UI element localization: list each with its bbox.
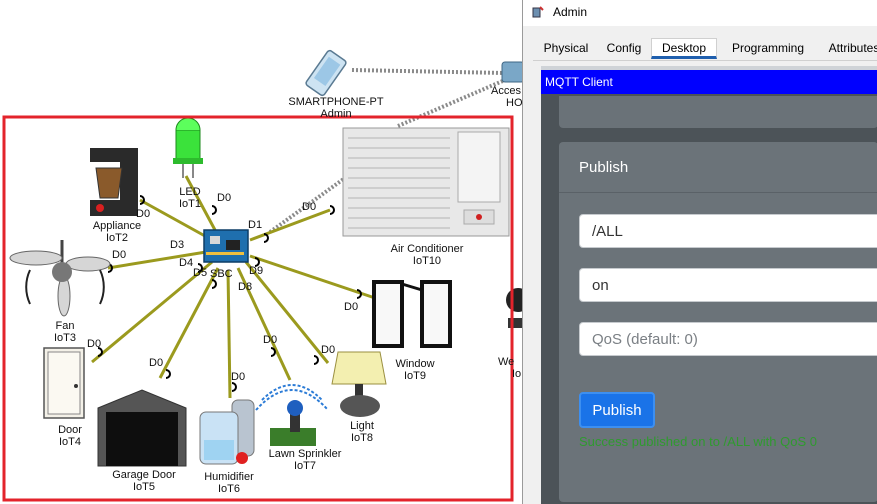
port-label: D0 [149, 357, 164, 369]
link-window [249, 254, 376, 300]
app-title: MQTT Client [545, 75, 613, 89]
port-label: D0 [263, 334, 278, 346]
webcam-icon[interactable] [506, 288, 522, 328]
sbc-port-label: D1 [248, 219, 263, 231]
connect-card-bottom [559, 96, 877, 128]
wireless-link-ap [397, 78, 506, 128]
link-ac [249, 208, 331, 242]
port-label: D0 [344, 301, 359, 313]
ceiling-fan-icon[interactable] [9, 240, 111, 317]
tab-config[interactable]: Config [606, 41, 642, 55]
topology-canvas [2, 49, 522, 502]
publish-heading: Publish [579, 159, 629, 176]
garage-door-icon[interactable] [97, 389, 187, 467]
sbc-port-label: D8 [238, 281, 253, 293]
device-window: Admin Physical Config Desktop Programmin… [522, 0, 877, 504]
sbc-port-label: D5 [193, 267, 208, 279]
sbc-board-icon[interactable] [203, 229, 249, 263]
air-conditioner-icon[interactable] [342, 127, 510, 237]
access-point-icon[interactable] [501, 61, 522, 83]
topic-input[interactable] [579, 214, 877, 248]
app-title-bar: MQTT Client [541, 70, 877, 94]
tab-desktop[interactable]: Desktop [651, 38, 717, 59]
app-icon [532, 6, 544, 18]
tab-programming[interactable]: Programming [731, 41, 805, 55]
wireless-link-sbc [268, 176, 347, 234]
port-label: D0 [302, 201, 317, 213]
mqtt-client-content[interactable]: Publish Publish Success published on to … [541, 94, 877, 504]
sprinkler-icon[interactable] [255, 384, 329, 446]
humidifier-icon[interactable] [199, 399, 255, 465]
title-bar[interactable]: Admin [523, 0, 877, 26]
wireless-link-smartphone [351, 68, 506, 75]
tab-physical[interactable]: Physical [543, 41, 589, 55]
sbc-port-label: D3 [170, 239, 185, 251]
link-led [184, 175, 217, 231]
desktop-pane: MQTT Client Publish Publish Success publ… [541, 66, 877, 504]
sbc-port-label: D4 [179, 257, 194, 269]
lamp-icon[interactable] [331, 351, 387, 417]
link-fan [107, 250, 207, 270]
led-icon[interactable] [173, 117, 203, 178]
tab-attributes[interactable]: Attributes [828, 41, 877, 55]
door-icon[interactable] [43, 347, 85, 419]
port-label: D0 [136, 208, 151, 220]
link-door [91, 260, 213, 364]
link-light [244, 261, 330, 364]
link-sprinkler [236, 267, 292, 381]
port-label: D0 [231, 371, 246, 383]
sbc-port-label: D9 [249, 265, 264, 277]
link-garage [158, 267, 220, 379]
publish-card-header: Publish [559, 142, 877, 193]
publish-status-message: Success published on to /ALL with QoS 0 [579, 434, 817, 449]
tab-bar: Physical Config Desktop Programming Attr… [533, 38, 877, 61]
link-appliance [139, 198, 206, 238]
message-input[interactable] [579, 268, 877, 302]
smartphone-icon[interactable] [305, 49, 347, 97]
port-label: D0 [321, 344, 336, 356]
coffee-maker-icon[interactable] [90, 148, 138, 216]
selection-highlight [2, 115, 514, 502]
sbc-label: SBC [210, 268, 233, 280]
port-label: D0 [217, 192, 232, 204]
wired-links [91, 175, 376, 399]
window-title: Admin [553, 5, 588, 19]
qos-input[interactable] [579, 322, 877, 356]
port-label: D0 [87, 338, 102, 350]
link-humidifier [226, 269, 232, 399]
publish-card: Publish Publish Success published on to … [559, 142, 877, 502]
window-icon[interactable] [372, 280, 452, 348]
port-label: D0 [112, 249, 127, 261]
publish-button[interactable]: Publish [579, 392, 655, 428]
